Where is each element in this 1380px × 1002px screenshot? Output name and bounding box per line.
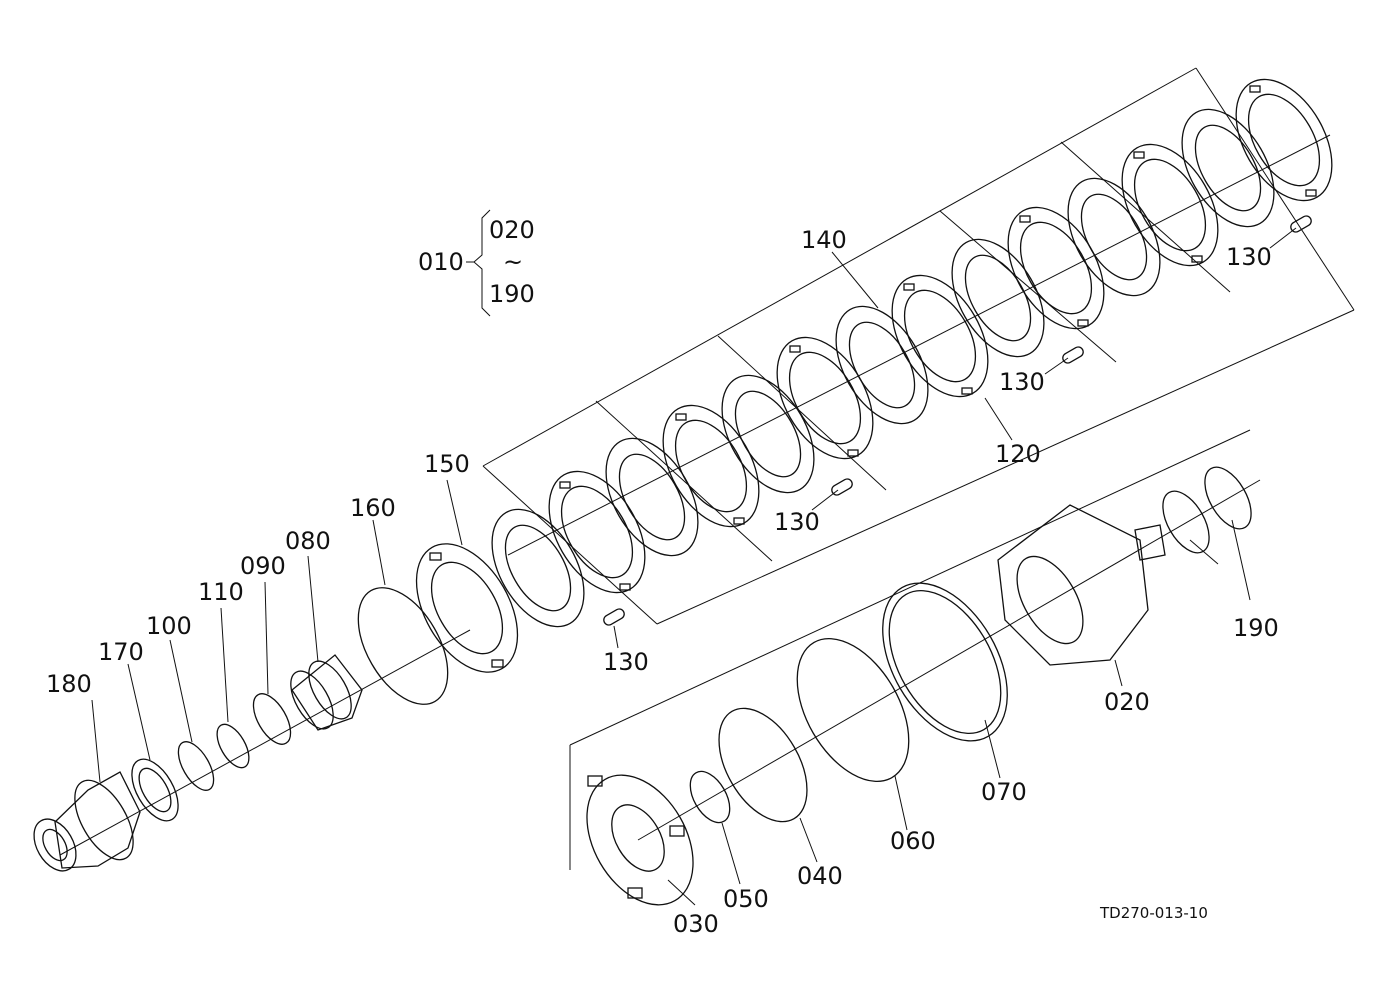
snap-ring-110 [216,723,250,769]
clutch-pack-group-frame [482,67,1355,625]
label-150: 150 [424,450,470,478]
label-130-a: 130 [603,648,649,676]
label-130-d: 130 [1226,243,1272,271]
label-range-sep: ~ [503,248,523,276]
ring-060 [796,637,910,783]
bearing-170 [131,758,179,822]
steel-plates [548,78,1333,594]
label-020: 020 [1104,688,1150,716]
left-shaft-parts [33,587,471,872]
label-190: 190 [1233,614,1279,642]
seal-ring-190-b [1204,466,1252,530]
springs-130 [603,215,1312,626]
spring-2 [831,478,853,496]
seal-ring-190-a [1162,490,1210,554]
label-110: 110 [198,578,244,606]
retainer-030 [586,774,694,906]
spring-1 [603,608,625,626]
steel-plate-6 [1121,143,1219,267]
steel-plate-4 [891,274,989,398]
label-range-end: 190 [489,280,535,308]
label-080: 080 [285,527,331,555]
spring-4 [1290,215,1312,233]
label-050: 050 [723,885,769,913]
part-labels: 010 020 ~ 190 180 170 100 110 090 080 16… [46,216,1279,938]
label-140: 140 [801,226,847,254]
piston-070 [882,582,1008,742]
friction-disc-7 [1181,108,1275,228]
spring-3 [1062,346,1084,364]
friction-disc-5 [951,238,1045,358]
drum-020 [997,504,1166,666]
label-090: 090 [240,552,286,580]
lower-group-frame [569,429,1261,870]
label-130-c: 130 [999,368,1045,396]
seal-ring-040 [718,707,808,823]
drawing-code: TD270-013-10 [1099,904,1208,922]
steel-plate-7 [1235,78,1333,202]
steel-plate-2 [662,404,760,528]
label-030: 030 [673,910,719,938]
label-130-b: 130 [774,508,820,536]
label-060: 060 [890,827,936,855]
steel-plate-5 [1007,206,1105,330]
snap-ring-160 [357,587,449,705]
steel-plate-1 [548,470,646,594]
o-ring-050 [689,770,731,824]
friction-discs [491,108,1275,628]
hub-180 [33,771,141,872]
label-160: 160 [350,494,396,522]
leader-lines [91,209,1297,906]
piston-080 [290,654,363,731]
label-170: 170 [98,638,144,666]
label-010: 010 [418,248,464,276]
label-040: 040 [797,862,843,890]
lower-parts [586,466,1252,906]
label-120: 120 [995,440,1041,468]
label-070: 070 [981,778,1027,806]
label-range-start: 020 [489,216,535,244]
ring-100 [177,741,215,791]
steel-plate-3 [776,336,874,460]
friction-disc-1 [491,508,585,628]
end-plate-150 [415,543,519,673]
ring-090 [252,693,292,745]
label-180: 180 [46,670,92,698]
label-100: 100 [146,612,192,640]
